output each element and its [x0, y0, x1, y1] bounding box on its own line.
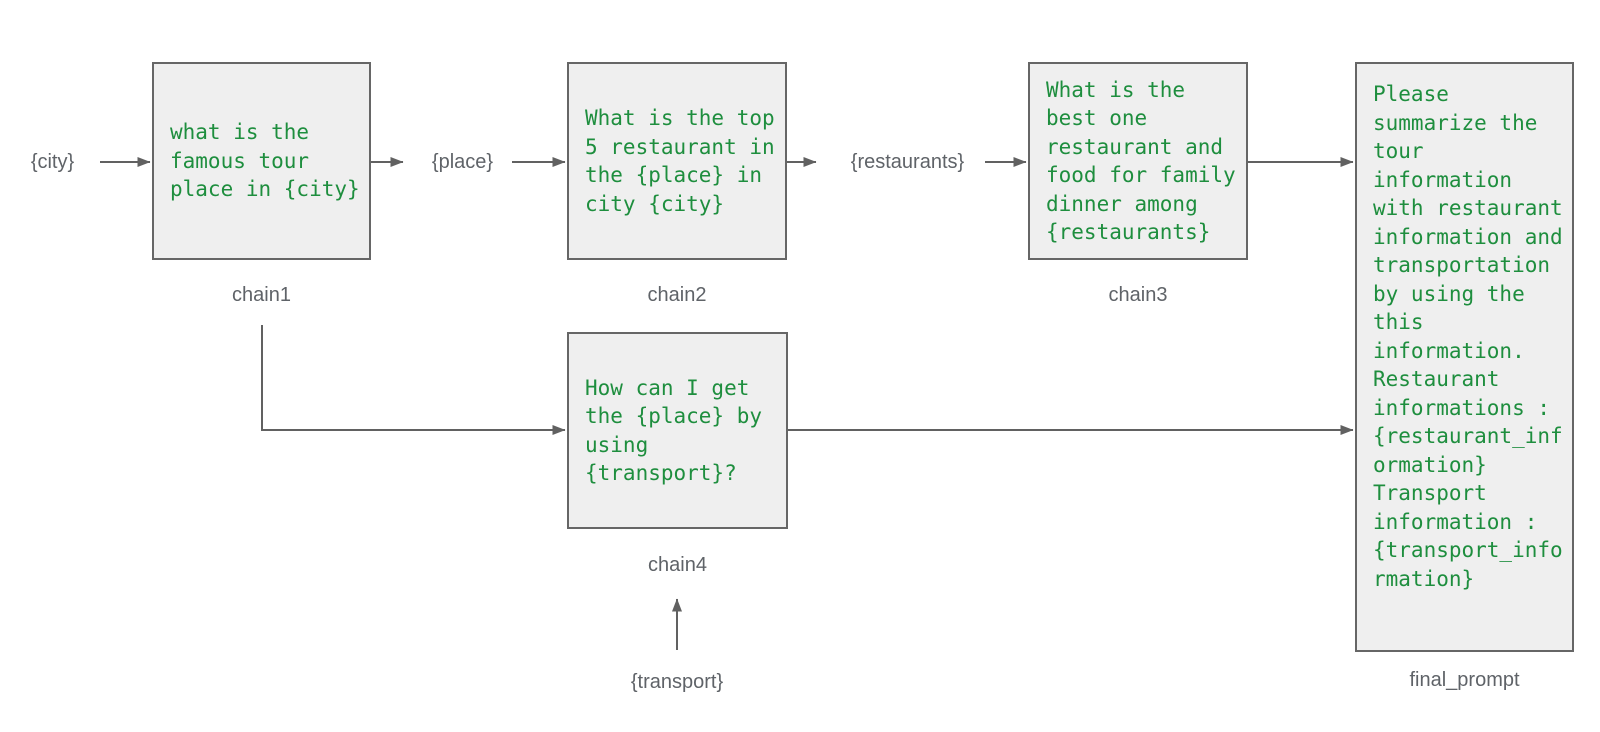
prompt-text-chain3: What is the best one restaurant and food… — [1046, 77, 1236, 245]
node-label-final-prompt: final_prompt — [1409, 669, 1520, 691]
node-chain1: what is the famous tour place in {city} — [152, 62, 371, 260]
node-chain4: How can I get the {place} by using {tran… — [567, 332, 788, 529]
prompt-text-chain2: What is the top 5 restaurant in the {pla… — [585, 106, 775, 216]
node-chain2: What is the top 5 restaurant in the {pla… — [567, 62, 787, 260]
node-label-chain3: chain3 — [1108, 284, 1168, 306]
arrow-chain1-to-chain4 — [261, 325, 566, 435]
node-chain3: What is the best one restaurant and food… — [1028, 62, 1248, 260]
variable-label-transport: {transport} — [630, 671, 724, 693]
prompt-text-chain4: How can I get the {place} by using {tran… — [585, 375, 763, 486]
prompt-text-chain1: what is the famous tour place in {city} — [170, 120, 360, 202]
node-label-chain2: chain2 — [647, 284, 707, 306]
variable-label-city: {city} — [30, 151, 75, 173]
variable-label-place: {place} — [431, 151, 494, 173]
node-final-prompt: Please summarize the tour information wi… — [1355, 62, 1574, 652]
prompt-text-final-prompt: Please summarize the tour information wi… — [1373, 82, 1563, 591]
variable-label-restaurants: {restaurants} — [850, 151, 965, 173]
node-label-chain4: chain4 — [648, 554, 707, 576]
node-label-chain1: chain1 — [232, 284, 291, 306]
